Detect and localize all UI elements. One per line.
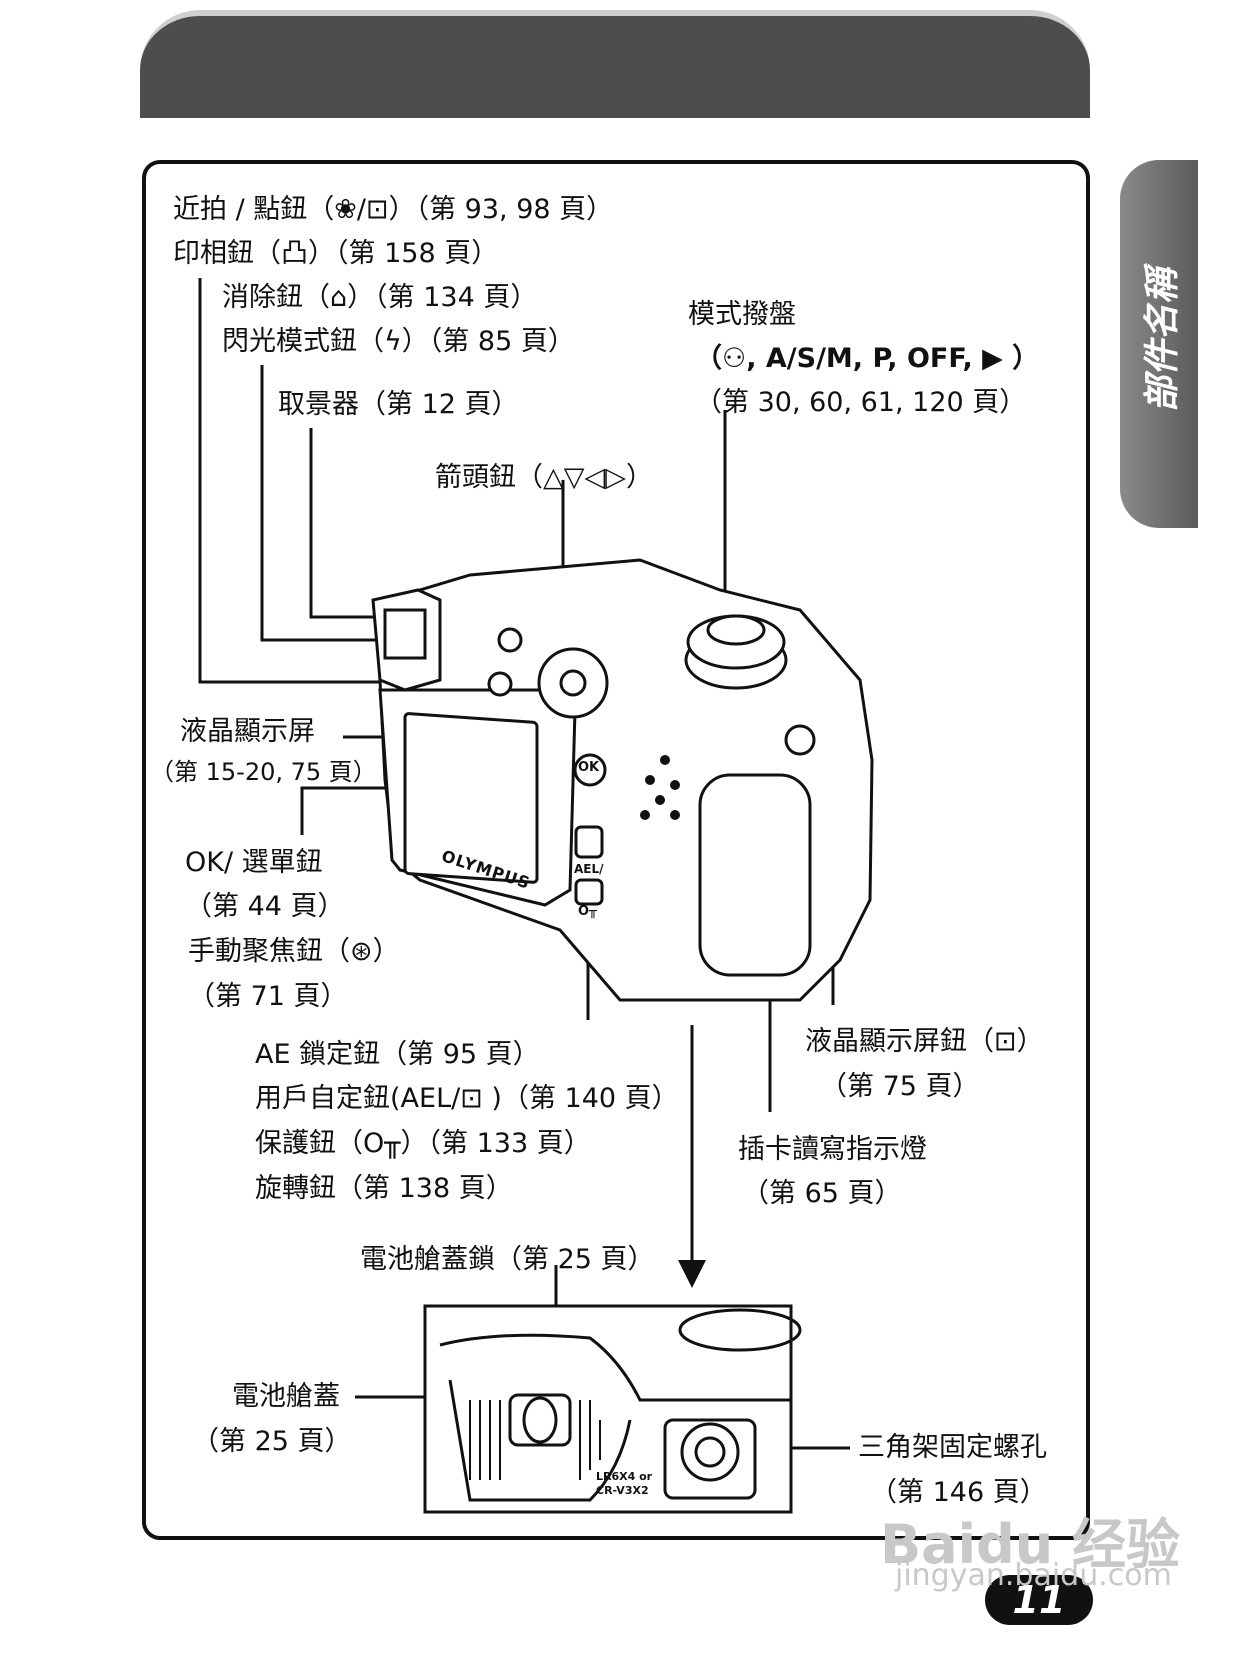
battery-spec-2: CR-V3X2: [596, 1484, 649, 1497]
page-number: 11: [985, 1575, 1093, 1625]
label-lcd-button: 液晶顯示屏鈕（⊡）: [805, 1026, 1044, 1057]
label-ok-menu: OK/ 選單鈕: [185, 847, 323, 878]
label-flash-button: 閃光模式鈕（ϟ）（第 85 頁）: [222, 326, 575, 357]
watermark-logo: Baidu 经验: [880, 1513, 1181, 1576]
label-ok-menu-page: （第 44 頁）: [185, 891, 345, 922]
protect-button-label: O╥: [578, 904, 597, 919]
label-rotate-button: 旋轉鈕（第 138 頁）: [255, 1173, 513, 1204]
battery-spec-1: LR6X4 or: [596, 1470, 653, 1483]
label-ae-lock: AE 鎖定鈕（第 95 頁）: [255, 1039, 540, 1070]
label-custom-button: 用戶自定鈕(AEL/⊡ )（第 140 頁）: [255, 1083, 679, 1114]
label-battery-lock: 電池艙蓋鎖（第 25 頁）: [360, 1244, 655, 1275]
label-mode-dial-pages: （第 30, 60, 61, 120 頁）: [695, 387, 1027, 418]
label-manual-focus: 手動聚焦鈕（⊛）: [188, 936, 400, 967]
label-manual-focus-page: （第 71 頁）: [188, 981, 348, 1012]
label-tripod-socket: 三角架固定螺孔: [858, 1432, 1047, 1463]
label-erase-button: 消除鈕（⌂）（第 134 頁）: [222, 282, 538, 313]
label-arrow-buttons: 箭頭鈕（△▽◁▷）: [435, 462, 654, 493]
label-lcd-monitor-pages: （第 15-20, 75 頁）: [150, 758, 377, 786]
content-frame: [142, 160, 1090, 1540]
label-tripod-socket-page: （第 146 頁）: [870, 1477, 1047, 1508]
label-print-button: 印相鈕（凸）（第 158 頁）: [173, 238, 499, 269]
label-card-indicator-page: （第 65 頁）: [742, 1178, 902, 1209]
ok-button[interactable]: OK: [578, 760, 600, 775]
label-card-indicator: 插卡讀寫指示燈: [738, 1134, 927, 1165]
label-macro-spot: 近拍 / 點鈕（❀/⊡）（第 93, 98 頁）: [173, 194, 614, 225]
label-protect-button: 保護鈕（O╥）（第 133 頁）: [255, 1128, 591, 1159]
watermark-url: jingyan.baidu.com: [895, 1558, 1172, 1593]
label-viewfinder: 取景器（第 12 頁）: [278, 389, 519, 420]
label-battery-cover: 電池艙蓋: [232, 1381, 340, 1412]
label-mode-dial: 模式撥盤: [688, 299, 796, 330]
header-bar: [140, 10, 1090, 118]
label-lcd-button-page: （第 75 頁）: [820, 1071, 980, 1102]
section-tab[interactable]: [1120, 160, 1198, 528]
label-lcd-monitor: 液晶顯示屏: [180, 716, 315, 747]
ael-button-label: AEL/: [574, 862, 604, 876]
label-battery-cover-page: （第 25 頁）: [192, 1426, 352, 1457]
label-mode-dial-modes: （⚇, A/S/M, P, OFF, ▶ ）: [695, 343, 1040, 374]
